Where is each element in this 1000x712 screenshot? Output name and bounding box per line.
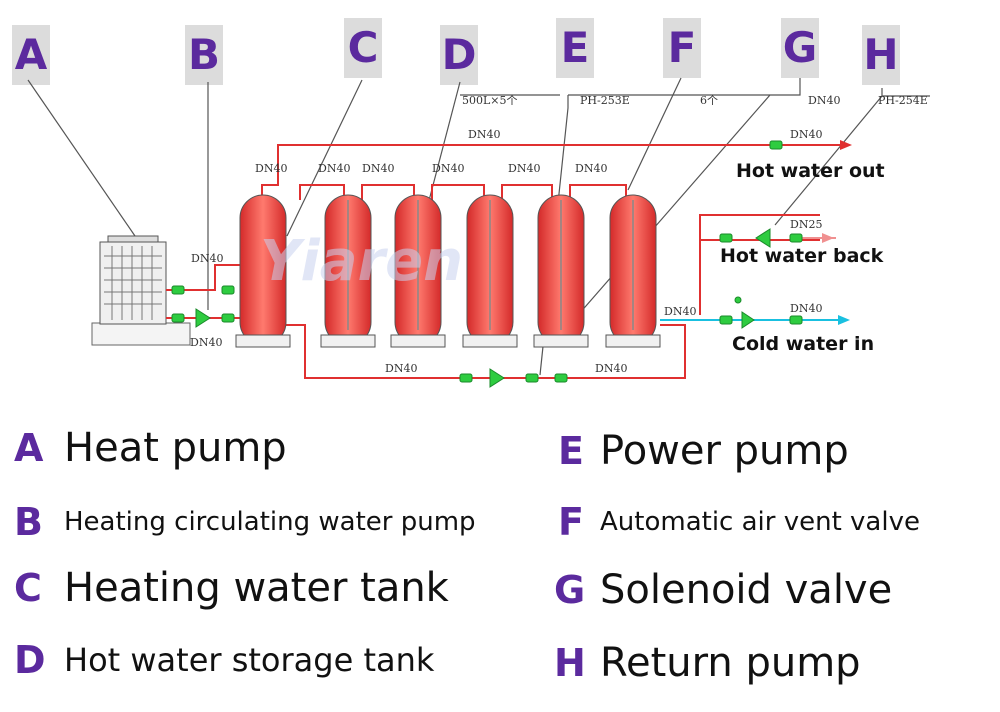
svg-text:500L×5个: 500L×5个 xyxy=(462,94,518,107)
tank-c xyxy=(235,194,291,348)
tanks xyxy=(235,194,661,348)
svg-text:DN40: DN40 xyxy=(575,162,607,175)
valve-icon xyxy=(554,373,568,383)
svg-text:DN25: DN25 xyxy=(790,218,822,231)
svg-text:DN40: DN40 xyxy=(432,162,464,175)
pump-e-icon xyxy=(489,368,505,388)
pump-h-icon xyxy=(755,228,771,248)
svg-text:PH-254E: PH-254E xyxy=(878,94,928,107)
svg-text:DN40: DN40 xyxy=(508,162,540,175)
valve-icon xyxy=(171,313,185,323)
letter-tag-f: F xyxy=(663,18,701,78)
valve-icon xyxy=(769,140,783,150)
valve-icon xyxy=(221,313,235,323)
letter-tag-b: B xyxy=(185,25,223,85)
pipe-annotations: DN40 DN40 DN40 DN40 DN40 DN40 DN40 DN40 … xyxy=(190,94,928,375)
hot-out-arrow xyxy=(840,140,852,150)
leader-lines xyxy=(27,77,930,376)
valve-icon xyxy=(789,233,803,243)
valve-icon xyxy=(459,373,473,383)
svg-text:PH-253E: PH-253E xyxy=(580,94,630,107)
valve-icon xyxy=(171,285,185,295)
valve-icon xyxy=(789,315,803,325)
valve-icon xyxy=(221,285,235,295)
letter-tag-g: G xyxy=(781,18,819,78)
svg-text:6个: 6个 xyxy=(700,94,718,107)
svg-text:DN40: DN40 xyxy=(362,162,394,175)
heat-pump-unit xyxy=(91,235,191,346)
letter-tag-h: H xyxy=(862,25,900,85)
svg-text:DN40: DN40 xyxy=(255,162,287,175)
label-hot-water-back: Hot water back xyxy=(720,245,884,267)
svg-text:DN40: DN40 xyxy=(664,305,696,318)
svg-text:DN40: DN40 xyxy=(790,128,822,141)
pumps xyxy=(195,228,771,388)
label-hot-water-out: Hot water out xyxy=(736,160,885,182)
valve-icon xyxy=(525,373,539,383)
svg-text:DN40: DN40 xyxy=(191,252,223,265)
svg-text:DN40: DN40 xyxy=(468,128,500,141)
valve-icon xyxy=(719,315,733,325)
cold-in-arrow xyxy=(838,315,850,325)
watermark: Yiaren xyxy=(260,229,463,294)
svg-text:DN40: DN40 xyxy=(385,362,417,375)
system-diagram: Yiaren DN40 DN40 DN40 DN40 DN40 DN40 DN4… xyxy=(27,77,930,388)
pump-b-icon xyxy=(195,308,211,328)
valve-icon xyxy=(719,233,733,243)
svg-text:DN40: DN40 xyxy=(318,162,350,175)
svg-text:DN40: DN40 xyxy=(595,362,627,375)
letter-tag-e: E xyxy=(556,18,594,78)
svg-text:DN40: DN40 xyxy=(190,336,222,349)
svg-text:DN40: DN40 xyxy=(790,302,822,315)
letter-tag-a: A xyxy=(12,25,50,85)
label-cold-water-in: Cold water in xyxy=(732,333,874,355)
valves xyxy=(171,140,803,383)
solenoid-valve-icon xyxy=(741,311,755,329)
hot-back-arrow xyxy=(822,233,834,243)
letter-tag-c: C xyxy=(344,18,382,78)
svg-text:DN40: DN40 xyxy=(808,94,840,107)
letter-tag-d: D xyxy=(440,25,478,85)
